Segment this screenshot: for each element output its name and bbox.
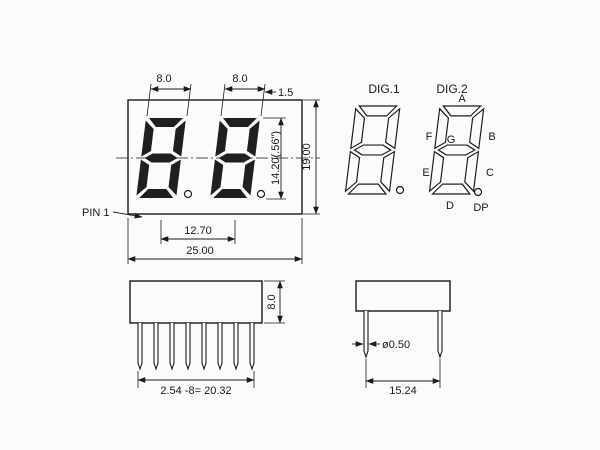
pin1-label: PIN 1 bbox=[82, 207, 110, 219]
dim-body-thickness: 8.0 bbox=[264, 280, 285, 324]
dim-digit-height-label: 14.20(.56") bbox=[270, 131, 282, 185]
segment-d-label: D bbox=[446, 200, 454, 212]
side-view: 8.0 2.54 -8= 20.32 bbox=[129, 280, 285, 397]
dim-body-thickness-label: 8.0 bbox=[266, 294, 278, 309]
pin-7 bbox=[233, 323, 239, 371]
pin1-callout: PIN 1 bbox=[82, 207, 143, 219]
pin-row-right bbox=[437, 311, 443, 359]
pin-5 bbox=[201, 323, 207, 371]
segment-diagram: DIG.1 DIG.2 A B C D E F G DP bbox=[344, 82, 496, 214]
dig2-title: DIG.2 bbox=[436, 82, 468, 96]
side-body-outline bbox=[129, 280, 263, 324]
dim-segment-offset: 1.5 bbox=[264, 87, 293, 99]
extension-line bbox=[220, 83, 226, 117]
pin-4 bbox=[185, 323, 191, 371]
front-view: 8.0 8.0 1.5 14.20(.56") 19.00 bbox=[82, 73, 320, 264]
dim-pin-pitch-label: 2.54 -8= 20.32 bbox=[160, 385, 231, 397]
dim-digit1-width: 8.0 bbox=[146, 73, 192, 117]
pin-8 bbox=[249, 323, 255, 371]
dim-pin-row-spacing: 15.24 bbox=[365, 359, 441, 397]
segment-f-label: F bbox=[426, 131, 433, 143]
dim-body-height: 19.00 bbox=[301, 99, 320, 215]
dim-pin-row-spacing-label: 15.24 bbox=[389, 385, 417, 397]
dim-digit-pitch: 12.70 bbox=[160, 220, 236, 244]
dig2-outline-digit bbox=[428, 105, 485, 195]
segment-a-label: A bbox=[458, 93, 466, 105]
dim-digit1-width-label: 8.0 bbox=[156, 73, 171, 85]
side-pins bbox=[137, 323, 255, 371]
pin-3 bbox=[169, 323, 175, 371]
end-view: ø0.50 15.24 bbox=[352, 280, 451, 397]
pin-1 bbox=[137, 323, 143, 371]
dig1-decimal-point bbox=[395, 185, 405, 195]
dim-digit2-width-label: 8.0 bbox=[232, 73, 247, 85]
extension-line bbox=[146, 83, 152, 117]
dim-digit-height: 14.20(.56") bbox=[263, 117, 286, 200]
dim-body-height-label: 19.00 bbox=[301, 143, 313, 171]
dim-body-width: 25.00 bbox=[127, 218, 303, 264]
dim-pin-diameter-label: ø0.50 bbox=[382, 339, 410, 351]
dig1-title: DIG.1 bbox=[368, 82, 400, 96]
end-pins bbox=[363, 311, 443, 359]
dim-pin-pitch: 2.54 -8= 20.32 bbox=[137, 371, 255, 397]
pin1-leader-line bbox=[112, 211, 143, 219]
pin-2 bbox=[153, 323, 159, 371]
segment-dp-label: DP bbox=[473, 202, 488, 214]
dim-body-width-label: 25.00 bbox=[186, 245, 214, 257]
segment-b-label: B bbox=[488, 131, 495, 143]
segment-c-label: C bbox=[486, 167, 494, 179]
digit2-decimal-point bbox=[256, 189, 266, 199]
segment-g-label: G bbox=[447, 134, 456, 146]
dim-segment-offset-label: 1.5 bbox=[278, 87, 293, 99]
dim-digit2-width: 8.0 bbox=[220, 73, 266, 117]
dig1-outline-digit bbox=[344, 105, 401, 195]
end-body-outline bbox=[355, 280, 451, 312]
segment-e-label: E bbox=[422, 167, 429, 179]
dig2-decimal-point bbox=[473, 187, 483, 197]
front-body-outline bbox=[127, 99, 303, 215]
pin-6 bbox=[217, 323, 223, 371]
dim-digit-pitch-label: 12.70 bbox=[184, 225, 212, 237]
digit1-decimal-point bbox=[183, 189, 193, 199]
pin-row-left bbox=[363, 311, 369, 359]
dim-pin-diameter: ø0.50 bbox=[352, 339, 410, 351]
